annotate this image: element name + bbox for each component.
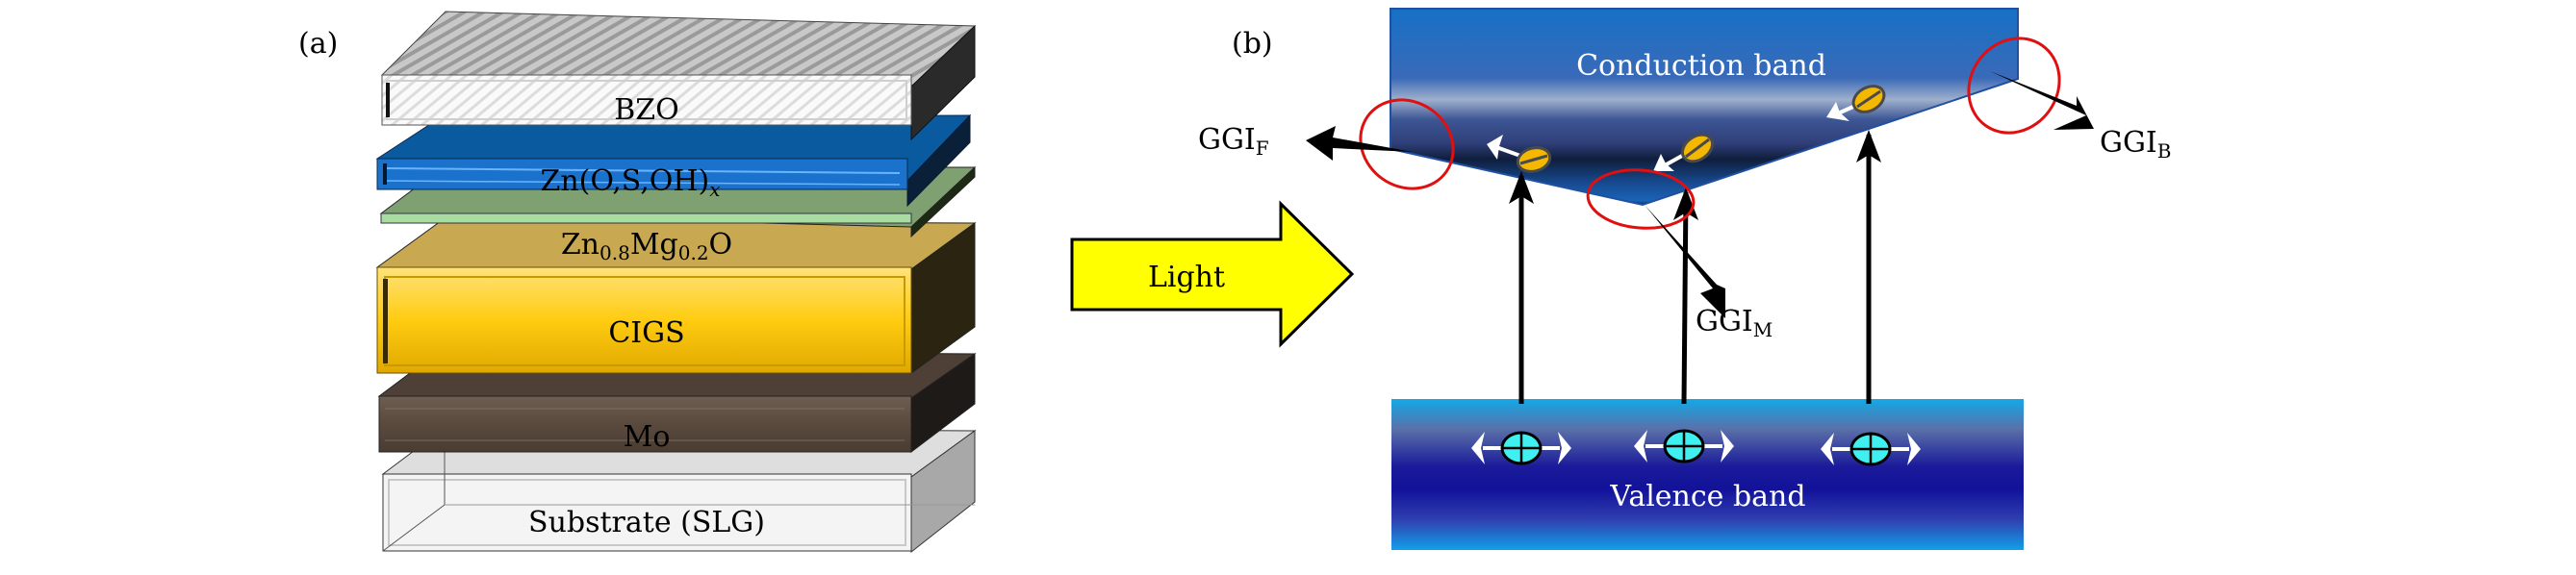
excitation-arrowhead <box>1856 130 1881 162</box>
znmgo-zn: Zn <box>561 228 599 262</box>
ggi-front-sub: F <box>1256 137 1269 160</box>
excitation-arrows <box>1509 130 1881 405</box>
ggi-min-sub: M <box>1753 318 1773 341</box>
valence-band-label: Valence band <box>1609 480 1805 513</box>
hole <box>1471 431 1571 465</box>
drift-arrow-icon <box>1558 432 1571 464</box>
ggi-min-pointer <box>1645 205 1725 318</box>
znmgo-mg: Mg <box>630 228 678 262</box>
ggi-front-label: GGIF <box>1198 123 1269 160</box>
ggi-highlights <box>1359 37 2061 230</box>
drift-arrow-icon <box>1471 432 1485 464</box>
holes <box>1471 429 1921 466</box>
layer-bzo: BZO <box>380 11 977 141</box>
znmgo-sub-zn: 0.8 <box>599 241 630 264</box>
drift-arrow-icon <box>1821 433 1834 465</box>
panel-b-label: (b) <box>1232 27 1273 61</box>
layer-label-bzo: BZO <box>614 93 679 127</box>
excitation-arrow <box>1681 191 1689 405</box>
layer-label-znosoh: Zn(O,S,OH)x <box>540 164 720 201</box>
layer-znosoh: Zn(O,S,OH)x <box>375 113 972 208</box>
valence-band: Valence band <box>1391 399 2024 550</box>
panel-a-label: (a) <box>298 27 338 61</box>
ggi-front-ellipse <box>1359 98 1455 190</box>
conduction-band: Conduction band <box>1390 8 2019 207</box>
ggi-min-label: GGIM <box>1696 305 1773 341</box>
ggi-back-sub: B <box>2157 139 2172 162</box>
drift-arrow-icon <box>1826 102 1849 121</box>
drift-arrow-icon <box>1653 154 1674 171</box>
light-arrow: Light <box>1070 200 1355 348</box>
excitation-arrowhead <box>1509 171 1534 204</box>
ggi-back-label: GGIB <box>2100 126 2171 162</box>
light-label: Light <box>1148 261 1225 294</box>
znmgo-sub-mg: 0.2 <box>678 241 709 264</box>
ggi-back-main: GGI <box>2100 126 2157 160</box>
layer-cigs: Zn0.8Mg0.2O CIGS <box>375 220 977 374</box>
electrons <box>1487 85 1886 173</box>
ggi-front-pointer <box>1306 126 1413 161</box>
hole <box>1634 429 1734 463</box>
ggi-min-main: GGI <box>1696 305 1753 338</box>
electron <box>1487 135 1552 173</box>
layer-label-cigs: CIGS <box>608 316 684 350</box>
electron <box>1826 85 1886 121</box>
electron <box>1653 133 1715 171</box>
layer-label-znmgo: Zn0.8Mg0.2O <box>561 228 732 264</box>
hole <box>1821 432 1921 466</box>
layer-label-mo: Mo <box>624 420 671 454</box>
conduction-band-label: Conduction band <box>1576 49 1826 83</box>
layer-label-substrate: Substrate (SLG) <box>528 506 765 539</box>
ggi-front-main: GGI <box>1198 123 1256 157</box>
drift-arrow-icon <box>1487 135 1503 160</box>
excitation-arrowhead <box>1673 188 1698 220</box>
ggi-back-pointer <box>1990 71 2094 130</box>
drift-arrow-icon <box>1721 430 1734 462</box>
ggi-pointers <box>1306 71 2094 318</box>
ggi-back-ellipse <box>1967 37 2061 135</box>
ggi-min-ellipse <box>1586 168 1696 230</box>
drift-arrow-icon <box>1907 433 1921 465</box>
znosoh-sub: x <box>709 178 720 201</box>
znmgo-o: O <box>709 228 733 262</box>
znosoh-main: Zn(O,S,OH) <box>540 164 709 198</box>
drift-arrow-icon <box>1634 430 1647 462</box>
